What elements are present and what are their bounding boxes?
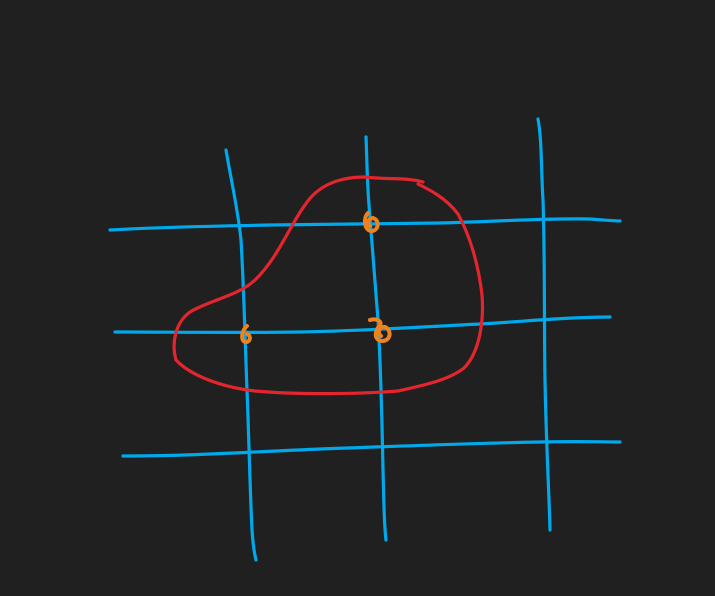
intersection-marker-top-center bbox=[362, 211, 380, 233]
grid-line-horizontal-middle bbox=[113, 315, 612, 335]
intersection-marker-middle-left bbox=[240, 324, 252, 345]
grid-line-horizontal-bottom bbox=[121, 439, 622, 458]
grid-line-horizontal-top bbox=[108, 217, 622, 232]
intersection-marker-middle-center bbox=[368, 317, 392, 343]
region-outline bbox=[172, 175, 485, 396]
grid-line-vertical-left bbox=[224, 148, 258, 562]
grid-line-vertical-right bbox=[536, 117, 552, 532]
